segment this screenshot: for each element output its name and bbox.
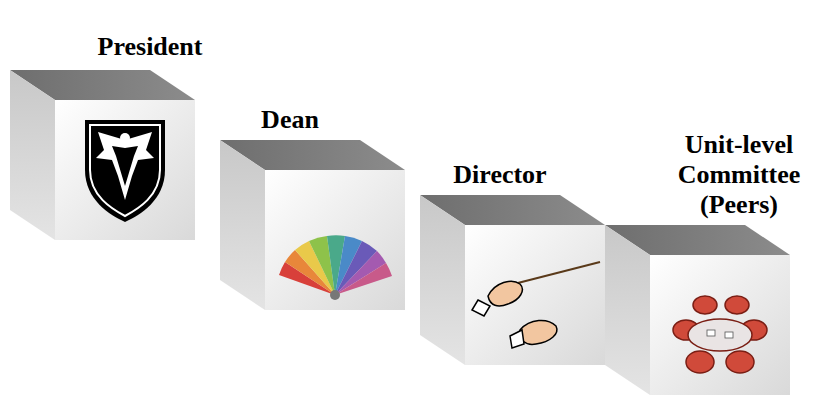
level-label: Director <box>452 160 548 190</box>
meeting-table-icon <box>673 296 767 373</box>
cube <box>420 195 605 365</box>
cube <box>10 70 195 240</box>
level-label: Dean <box>260 105 320 135</box>
level-label: President <box>97 32 204 62</box>
cube-node: Director <box>420 195 605 365</box>
color-fan-icon <box>279 235 392 300</box>
level-label: Unit-level Committee (Peers) <box>647 130 831 220</box>
eagle-shield-icon <box>85 120 165 222</box>
cube <box>220 140 405 310</box>
conductor-hand-icon <box>472 262 600 348</box>
cube-node: Dean <box>220 140 405 310</box>
cube <box>605 225 790 395</box>
cube-node: Unit-level Committee (Peers) <box>605 225 790 395</box>
cube-node: President <box>10 70 195 240</box>
